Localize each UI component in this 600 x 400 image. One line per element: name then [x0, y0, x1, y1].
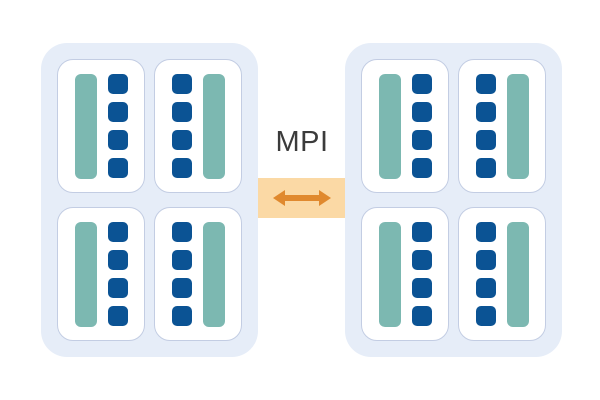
- core-column: [107, 73, 128, 179]
- core-unit: [171, 221, 192, 242]
- core-unit: [411, 130, 432, 151]
- socket-card-right-bottom-left: [361, 207, 449, 341]
- core-unit: [411, 278, 432, 299]
- core-unit: [171, 73, 192, 94]
- node-panel-right: [345, 43, 562, 357]
- core-unit: [475, 73, 496, 94]
- memory-bar: [202, 221, 225, 327]
- core-unit: [411, 73, 432, 94]
- socket-card-right-top-left: [361, 59, 449, 193]
- socket-card-left-bottom-right: [154, 207, 242, 341]
- socket-grid-right: [361, 59, 546, 341]
- memory-bar: [74, 73, 97, 179]
- core-unit: [475, 278, 496, 299]
- core-unit: [171, 130, 192, 151]
- core-unit: [475, 306, 496, 327]
- core-column: [171, 221, 192, 327]
- core-unit: [475, 249, 496, 270]
- core-column: [411, 221, 432, 327]
- core-unit: [475, 158, 496, 179]
- core-unit: [411, 158, 432, 179]
- socket-card-right-bottom-right: [458, 207, 546, 341]
- core-unit: [411, 249, 432, 270]
- memory-bar: [74, 221, 97, 327]
- core-unit: [171, 158, 192, 179]
- socket-card-left-bottom-left: [57, 207, 145, 341]
- core-unit: [171, 306, 192, 327]
- core-column: [475, 221, 496, 327]
- core-unit: [107, 278, 128, 299]
- mpi-link-box: [258, 178, 346, 218]
- double-headed-horizontal-arrow-icon: [272, 187, 332, 209]
- socket-card-left-top-left: [57, 59, 145, 193]
- core-unit: [411, 221, 432, 242]
- core-unit: [411, 101, 432, 122]
- core-unit: [475, 221, 496, 242]
- memory-bar: [378, 221, 401, 327]
- memory-bar: [378, 73, 401, 179]
- core-column: [411, 73, 432, 179]
- core-unit: [411, 306, 432, 327]
- mpi-interconnect: MPI: [258, 125, 346, 220]
- mpi-label: MPI: [275, 126, 329, 158]
- core-unit: [107, 158, 128, 179]
- core-unit: [107, 101, 128, 122]
- core-unit: [171, 278, 192, 299]
- memory-bar: [506, 221, 529, 327]
- node-panel-left: [41, 43, 258, 357]
- core-column: [475, 73, 496, 179]
- core-unit: [107, 221, 128, 242]
- core-unit: [107, 306, 128, 327]
- core-column: [171, 73, 192, 179]
- socket-grid-left: [57, 59, 242, 341]
- memory-bar: [506, 73, 529, 179]
- core-unit: [171, 101, 192, 122]
- core-unit: [107, 130, 128, 151]
- core-unit: [107, 73, 128, 94]
- core-unit: [107, 249, 128, 270]
- core-unit: [475, 101, 496, 122]
- core-column: [107, 221, 128, 327]
- socket-card-right-top-right: [458, 59, 546, 193]
- memory-bar: [202, 73, 225, 179]
- core-unit: [171, 249, 192, 270]
- socket-card-left-top-right: [154, 59, 242, 193]
- core-unit: [475, 130, 496, 151]
